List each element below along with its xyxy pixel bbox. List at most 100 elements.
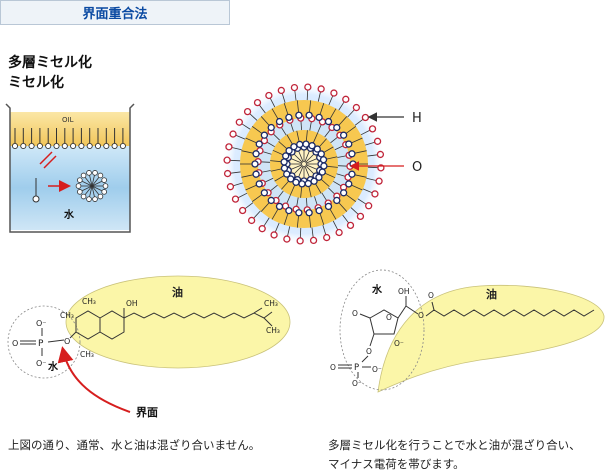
micelle-layer3-inner-head (277, 119, 283, 125)
micelle-layer2-inner-head (281, 165, 287, 171)
vitamin-c-oil-region (378, 285, 604, 392)
micelle-layer3-inner-head (286, 114, 292, 120)
small-micelle-head (87, 197, 92, 202)
vitamin-c-p-double-o: O (330, 363, 336, 372)
vitamin-e-water-label: 水 (47, 360, 59, 373)
micelle-layer3-outer-head (331, 90, 337, 96)
vitamin-c-side-bond-2 (406, 306, 418, 314)
vitamin-c-carbonyl-o: O (352, 309, 358, 318)
micelle-layer3-outer-head (245, 109, 251, 115)
micelle-layer3-outer-head (324, 235, 330, 241)
micelle-layer3-outer-head (291, 85, 297, 91)
vitamin-c-p-label: P (354, 363, 359, 373)
vitamin-c-phosphate-bond (362, 356, 368, 362)
micelle-layer3-outer-head (232, 196, 238, 202)
beaker-surfactant-head (87, 143, 92, 148)
micelle-layer3-inner-head (326, 203, 332, 209)
beaker-water-label: 水 (63, 208, 75, 221)
small-micelle-head (102, 189, 107, 194)
micelle-layer3-outer-head (336, 230, 342, 236)
beaker-surfactant-head (62, 143, 67, 148)
small-micelle-head (77, 189, 82, 194)
micelle-layer3-inner-head (349, 151, 355, 157)
micelle-layer3-inner-head (286, 208, 292, 214)
micelle-layer3-outer-head (227, 184, 233, 190)
vitamin-c-o-minus-ring: O⁻ (394, 339, 404, 348)
micelle-layer3-inner-head (253, 171, 259, 177)
vitamin-e-ch3-bottom: CH₃ (80, 350, 94, 359)
micelle-layer3-outer-head (284, 236, 290, 242)
small-micelle-head (93, 170, 98, 175)
vitamin-e-o-double: O (12, 339, 18, 348)
small-micelle-head (81, 173, 86, 178)
micelle-layer3-inner-head (341, 132, 347, 138)
micelle-layer3-inner-head (277, 203, 283, 209)
micelle-h-label: H (412, 111, 422, 126)
interface-label: 界面 (136, 406, 158, 419)
micelle-layer3-inner-head (296, 210, 302, 216)
beaker: OIL 水 (6, 104, 134, 232)
vitamin-e-ch3-tail-1: CH₃ (264, 299, 278, 308)
beaker-surfactant-head (12, 143, 17, 148)
micelle-layer3-outer-head (366, 203, 372, 209)
micelle-layer3-inner-head (253, 151, 259, 157)
beaker-surfactant-head (71, 143, 76, 148)
micelle-layer2-inner-head (303, 141, 309, 147)
small-micelle-head (87, 170, 92, 175)
micelle-layer3-inner-head (334, 125, 340, 131)
micelle-layer2-inner-head (284, 171, 290, 177)
micelle-layer3-inner-head (306, 210, 312, 216)
vitamin-e-oh-label: OH (126, 299, 138, 308)
vitamin-c-phosphate-o: O (366, 347, 372, 356)
vitamin-c-p-o-minus-bottom: O⁻ (352, 379, 362, 388)
vitamin-e-ch3-tail-2: CH₃ (266, 326, 280, 335)
micelle-layer3-inner-head (256, 181, 262, 187)
micelle-layer3-inner-head (316, 208, 322, 214)
small-micelle-head (81, 194, 86, 199)
vitamin-c-phosphate-link (370, 334, 374, 346)
micelle-layer3-inner-head (268, 197, 274, 203)
micelle-layer3-outer-head (236, 119, 242, 125)
beaker-oil-label: OIL (62, 116, 74, 124)
beaker-surfactant-head (104, 143, 109, 148)
vitamin-e-o-label: O (64, 337, 70, 346)
small-micelle-head (77, 178, 82, 183)
micelle-layer3-inner-head (346, 141, 352, 147)
vitamin-c-oh-label: OH (398, 287, 410, 296)
micelle-layer3-outer-head (266, 92, 272, 98)
micelle-layer3-outer-head (353, 105, 359, 111)
vitamin-c-ester-carbonyl-o: O (428, 291, 434, 300)
micelle-layer2-inner-head (297, 141, 303, 147)
vitamin-c-diagram: 油 水 O O OH O O O⁻ O P O O⁻ O⁻ (330, 270, 604, 392)
micelle-layer3-inner-head (349, 171, 355, 177)
beaker-surfactant-head (37, 143, 42, 148)
vitamin-e-o-minus-bottom: O⁻ (36, 359, 47, 368)
vitamin-e-diagram: 油 水 OH CH₃ CH₃ CH₃ CH₃ CH₃ P O O O⁻ O⁻ 界… (8, 276, 290, 419)
micelle-layer3-outer-head (305, 84, 311, 90)
micelle-layer3-outer-head (357, 213, 363, 219)
vitamin-c-side-bond-1 (398, 306, 406, 318)
micelle-layer3-outer-head (297, 238, 303, 244)
micelle-layer2-inner-head (299, 181, 305, 187)
micelle-layer3-outer-head (224, 157, 230, 163)
vitamin-c-water-label: 水 (371, 283, 383, 296)
small-micelle-head (103, 184, 108, 189)
vitamin-c-p-o-minus-right: O⁻ (372, 365, 382, 374)
micelle-layer2-inner-head (305, 181, 311, 187)
micelle-layer3-inner-head (326, 119, 332, 125)
beaker-surfactant-head (54, 143, 59, 148)
micelle-layer3-inner-head (268, 125, 274, 131)
micelle-layer3-inner-head (334, 197, 340, 203)
micelle-layer3-inner-head (316, 114, 322, 120)
vitamin-e-ch3-left: CH₃ (60, 311, 74, 320)
micelle-layer2-inner-head (291, 144, 297, 150)
micelle-layer3-outer-head (225, 171, 231, 177)
micelle-layer3-inner-head (261, 132, 267, 138)
small-micelle-head (102, 178, 107, 183)
micelle-layer3-outer-head (372, 191, 378, 197)
micelle-layer3-inner-head (256, 141, 262, 147)
vitamin-e-oil-label: 油 (172, 285, 183, 299)
micelle-layer3-outer-head (255, 100, 261, 106)
micelle-layer3-outer-head (370, 126, 376, 132)
